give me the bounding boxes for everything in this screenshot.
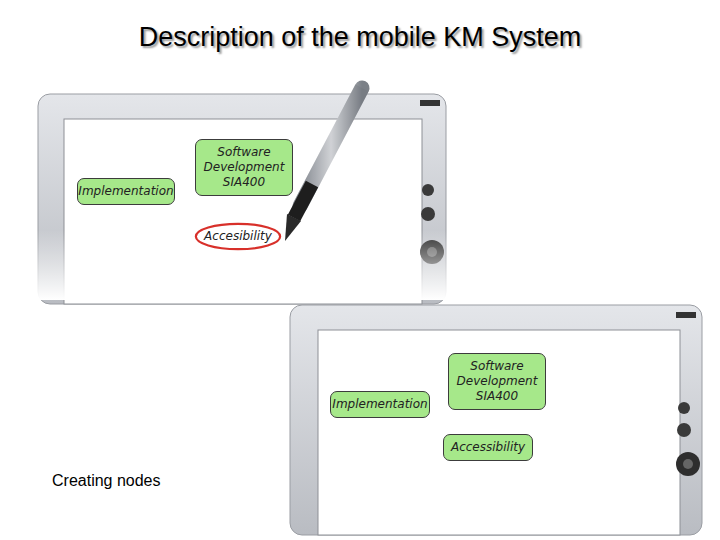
slide-caption: Creating nodes bbox=[52, 472, 161, 490]
sticky-note-node: Software Development SIA400 bbox=[195, 139, 293, 196]
node-text: Software Development SIA400 bbox=[203, 145, 285, 190]
sticky-note-node: Implementation bbox=[77, 178, 175, 205]
sticky-note-node: Accessibility bbox=[443, 434, 533, 461]
sticky-note-node: Implementation bbox=[330, 391, 430, 418]
sticky-note-node: Software Development SIA400 bbox=[448, 353, 546, 410]
node-text: Accesibility bbox=[204, 229, 272, 244]
circled-node: Accesibility bbox=[195, 223, 281, 250]
node-text: Software Development SIA400 bbox=[456, 359, 538, 404]
tablet-two bbox=[290, 305, 702, 535]
tablet-one bbox=[30, 94, 460, 304]
node-text: Accessibility bbox=[451, 440, 525, 455]
slide-title: Description of the mobile KM System bbox=[0, 22, 720, 53]
node-text: Implementation bbox=[78, 184, 173, 199]
node-text: Implementation bbox=[332, 397, 427, 412]
stylus-pen bbox=[285, 88, 362, 241]
